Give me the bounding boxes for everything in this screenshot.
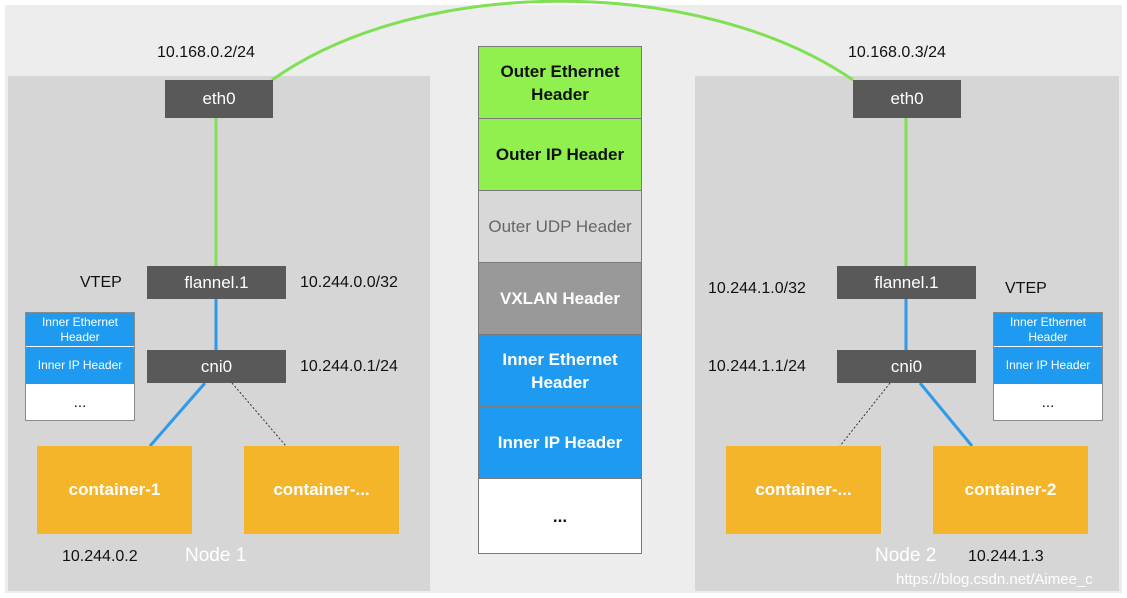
node2-flannel-ip: 10.244.1.0/32	[708, 280, 806, 297]
node1-flannel: flannel.1	[147, 266, 286, 299]
node2-container-2: container-2	[933, 446, 1088, 534]
node2-cni-container-other-link	[839, 382, 891, 447]
node1-container-ip: 10.244.0.2	[62, 548, 138, 565]
node1-cni-container-other-link	[231, 382, 287, 447]
underlay-link-arc	[271, 0, 854, 82]
packet-segment: Inner Ethernet Header	[479, 335, 641, 407]
node2-name: Node 2	[875, 545, 937, 566]
packet-segment: VXLAN Header	[479, 263, 641, 335]
node2-frame-inner-ip: Inner IP Header	[994, 347, 1102, 385]
packet-segment: Outer Ethernet Header	[479, 47, 641, 119]
node2-container-ip: 10.244.1.3	[968, 548, 1044, 565]
packet-segment: Outer IP Header	[479, 119, 641, 191]
packet-segment: Inner IP Header	[479, 407, 641, 479]
node2-cni-container2-link	[918, 382, 974, 447]
node2-eth0: eth0	[853, 80, 961, 118]
node1-vtep-label: VTEP	[80, 274, 122, 291]
node1-container-1: container-1	[37, 446, 192, 534]
node2-flannel: flannel.1	[837, 266, 976, 299]
node2-vtep-label: VTEP	[1005, 280, 1047, 297]
node1-cni0-ip: 10.244.0.1/24	[300, 358, 398, 375]
node1-cni0: cni0	[147, 350, 286, 383]
node2-inner-frame: Inner Ethernet Header Inner IP Header ..…	[993, 312, 1103, 421]
node1-eth0-ip: 10.168.0.2/24	[157, 44, 255, 61]
packet-segment: Outer UDP Header	[479, 191, 641, 263]
packet-segment: ...	[479, 479, 641, 553]
node2-cni0-ip: 10.244.1.1/24	[708, 358, 806, 375]
node1-frame-inner-ethernet: Inner Ethernet Header	[26, 313, 134, 347]
node1-flannel-ip: 10.244.0.0/32	[300, 274, 398, 291]
node2-container-other: container-...	[726, 446, 881, 534]
node2-frame-payload: ...	[994, 385, 1102, 420]
node1-eth0: eth0	[165, 80, 273, 118]
node1-name: Node 1	[185, 545, 247, 566]
node1-frame-payload: ...	[26, 385, 134, 420]
watermark: https://blog.csdn.net/Aimee_c	[896, 571, 1093, 588]
node2-cni0: cni0	[837, 350, 976, 383]
node2-frame-inner-ethernet: Inner Ethernet Header	[994, 313, 1102, 347]
node1-container-other: container-...	[244, 446, 399, 534]
node2-eth0-ip: 10.168.0.3/24	[848, 44, 946, 61]
node1-frame-inner-ip: Inner IP Header	[26, 347, 134, 385]
node1-cni-container1-link	[148, 382, 207, 447]
node1-inner-frame: Inner Ethernet Header Inner IP Header ..…	[25, 312, 135, 421]
